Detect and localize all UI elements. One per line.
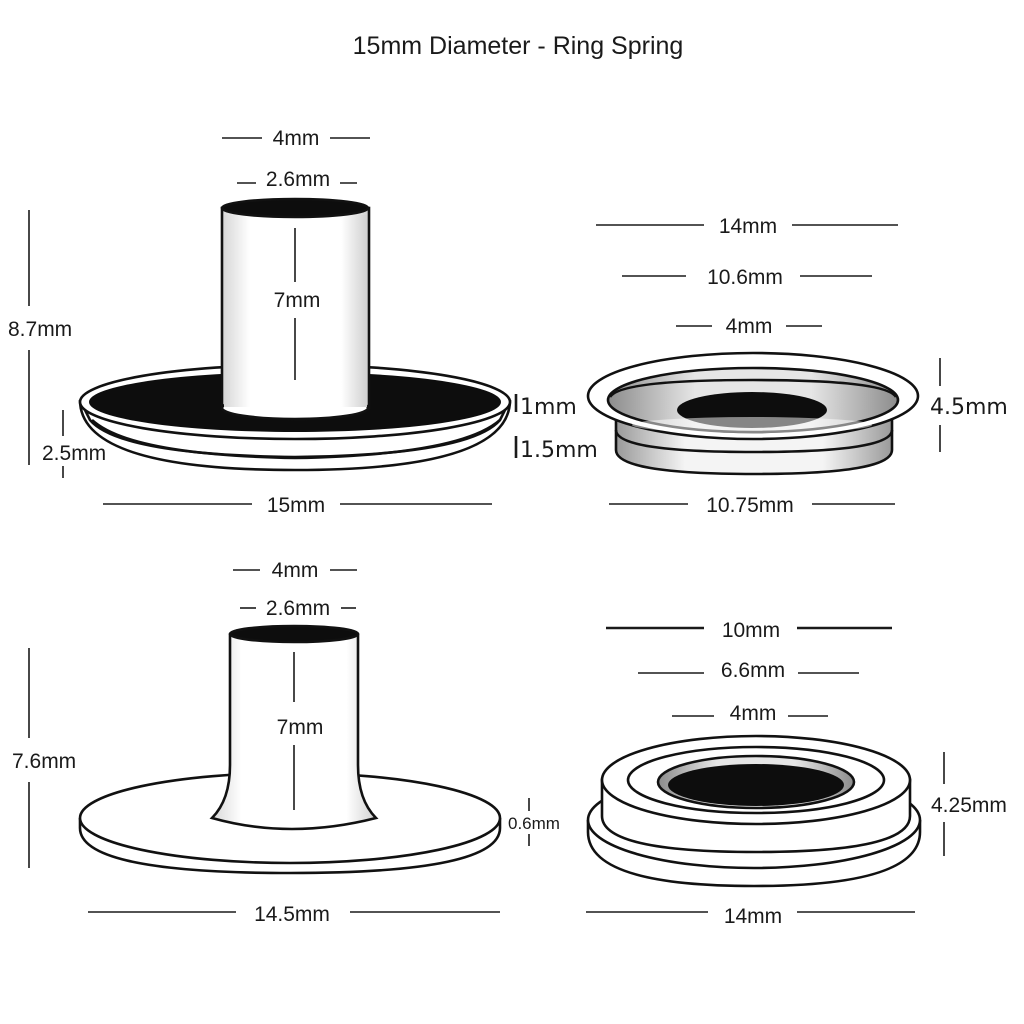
- bottom-left-part: 7mm 4mm 2.6mm 7.6mm 0.6mm 14.5mm: [12, 559, 560, 926]
- bottom-right-hole: [668, 764, 844, 806]
- top-left-flange-bottom: [91, 419, 501, 460]
- bottom-left-flange-thickness-label: 0.6mm: [508, 814, 560, 833]
- bottom-left-post-height-label: 7mm: [277, 716, 324, 739]
- diagram-title: 15mm Diameter - Ring Spring: [353, 32, 684, 60]
- bottom-left-outer-width-label: 4mm: [272, 559, 319, 582]
- lip-top-label: 1mm: [520, 395, 577, 420]
- lip-dimensions: 1mm 1.5mm: [514, 394, 598, 463]
- top-left-base-width-label: 15mm: [267, 494, 325, 517]
- top-right-part: 14mm 10.6mm 4mm 4.5mm 10.75mm: [586, 215, 1008, 517]
- bottom-left-inner-width-label: 2.6mm: [266, 597, 330, 620]
- top-left-outer-width-label: 4mm: [273, 127, 320, 150]
- top-left-part: 7mm 4mm 2.6mm 8.7mm 2.5mm 15mm: [8, 127, 512, 517]
- top-right-outer-diameter-label: 14mm: [719, 215, 777, 238]
- top-left-flange-height-label: 2.5mm: [42, 442, 106, 465]
- bottom-right-top-diameter-label: 10mm: [722, 619, 780, 642]
- bottom-left-base-width-label: 14.5mm: [254, 903, 330, 926]
- top-right-inner-lip: [608, 378, 898, 398]
- bottom-right-base-diameter-label: 14mm: [724, 905, 782, 928]
- top-left-post-top: [220, 197, 370, 219]
- bottom-right-mid-diameter-label: 6.6mm: [721, 659, 785, 682]
- top-right-height-label: 4.5mm: [930, 395, 1008, 420]
- lip-bottom-label: 1.5mm: [520, 438, 598, 463]
- top-right-barrel-ring: [614, 429, 894, 454]
- bottom-left-post-top: [228, 624, 360, 644]
- top-left-total-height-label: 8.7mm: [8, 318, 72, 341]
- top-right-base-diameter-label: 10.75mm: [706, 494, 794, 517]
- top-right-hole-diameter-label: 4mm: [726, 315, 773, 338]
- top-right-mid-diameter-label: 10.6mm: [707, 266, 783, 289]
- bottom-left-post: [209, 633, 379, 831]
- bottom-left-total-height-label: 7.6mm: [12, 750, 76, 773]
- top-left-inner-width-label: 2.6mm: [266, 168, 330, 191]
- top-left-post-height-label: 7mm: [274, 289, 321, 312]
- top-right-hole-shadow: [632, 417, 872, 433]
- bottom-right-hole-diameter-label: 4mm: [730, 702, 777, 725]
- bottom-right-height-label: 4.25mm: [931, 794, 1007, 817]
- bottom-right-part: 10mm 6.6mm 4mm 4.25mm 14mm: [586, 619, 1007, 928]
